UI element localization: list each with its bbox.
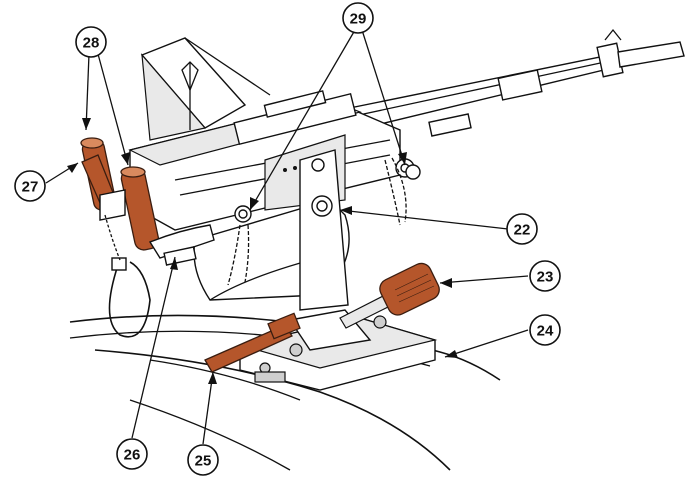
trigger-lever	[81, 154, 126, 221]
callout-25-label: 25	[195, 453, 212, 470]
ammo-box	[140, 37, 271, 141]
callout-27: 27	[14, 170, 46, 202]
callout-25: 25	[187, 444, 219, 476]
pintle-post	[299, 149, 349, 311]
locking-lever	[204, 312, 301, 373]
callout-24: 24	[529, 314, 561, 346]
callout-23-label: 23	[537, 269, 554, 286]
callout-24-label: 24	[537, 323, 554, 340]
callout-28-label: 28	[83, 35, 100, 52]
callout-29-label: 29	[350, 11, 367, 28]
callout-26-label: 26	[124, 447, 141, 464]
callout-28: 28	[75, 26, 107, 58]
gun-barrel	[329, 28, 685, 137]
safety-strap	[104, 214, 151, 338]
callout-22: 22	[506, 213, 538, 245]
callout-29: 29	[342, 2, 374, 34]
callout-26: 26	[116, 438, 148, 470]
traverse-lock-handle	[339, 262, 440, 329]
chains	[227, 157, 421, 286]
cocking-handle	[148, 224, 215, 266]
leader-lines	[45, 29, 529, 445]
mount-base	[239, 309, 438, 391]
callout-23: 23	[529, 260, 561, 292]
callout-27-label: 27	[22, 179, 39, 196]
callout-22-label: 22	[514, 222, 531, 239]
arrowheads	[67, 118, 458, 384]
